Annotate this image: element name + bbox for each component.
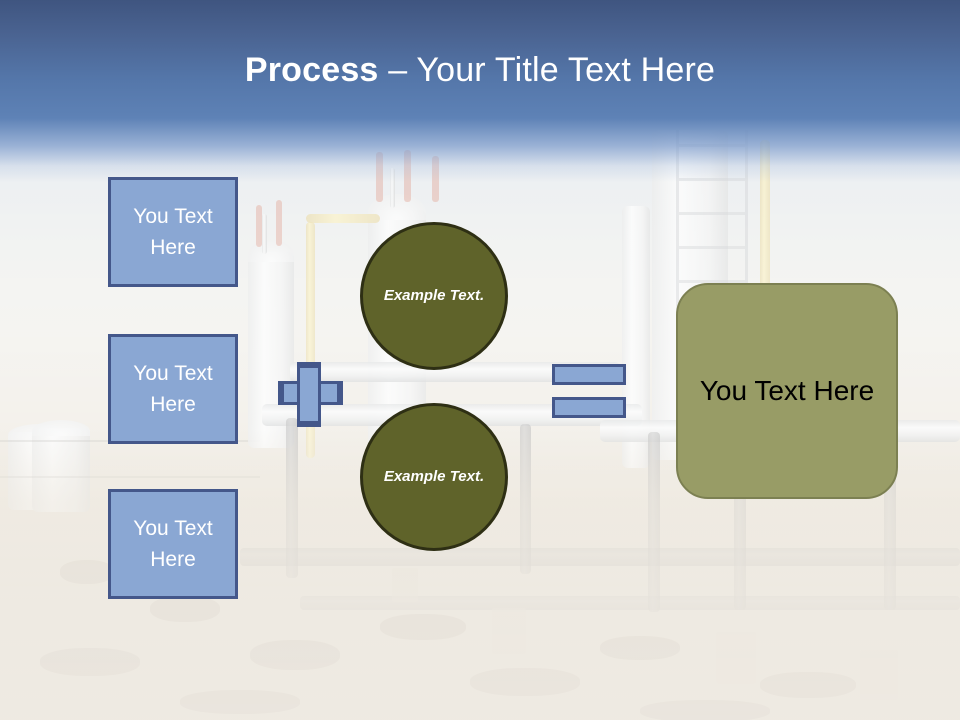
plus-icon-center-fill [300,384,318,402]
page-title-strong: Process [244,51,379,89]
input-box-2-label: You Text Here [133,362,213,416]
result-box[interactable]: You Text Here [676,283,898,499]
input-box-3[interactable]: You Text Here [108,489,238,599]
process-circle-1-label: Example Text. [383,287,485,304]
plus-icon [278,362,343,427]
equals-icon-bar-bottom [552,397,626,418]
input-box-2[interactable]: You Text Here [108,334,238,444]
process-circle-2[interactable]: Example Text. [360,403,508,551]
equals-icon-bar-top [552,364,626,385]
plus-icon-cap-left [278,381,284,405]
input-box-3-label: You Text Here [133,517,213,571]
title-band [0,0,960,182]
process-circle-1[interactable]: Example Text. [360,222,508,370]
plus-icon-cap-top [297,362,321,368]
plus-icon-cap-right [337,381,343,405]
result-box-label: You Text Here [699,375,875,406]
equals-icon [552,364,626,418]
input-box-1[interactable]: You Text Here [108,177,238,287]
process-circle-2-label: Example Text. [383,468,485,485]
page-title: Process – Your Title Text Here [0,48,960,92]
plus-icon-cap-bottom [297,421,321,427]
input-box-1-label: You Text Here [133,205,213,259]
page-title-rest: – Your Title Text Here [378,51,716,89]
